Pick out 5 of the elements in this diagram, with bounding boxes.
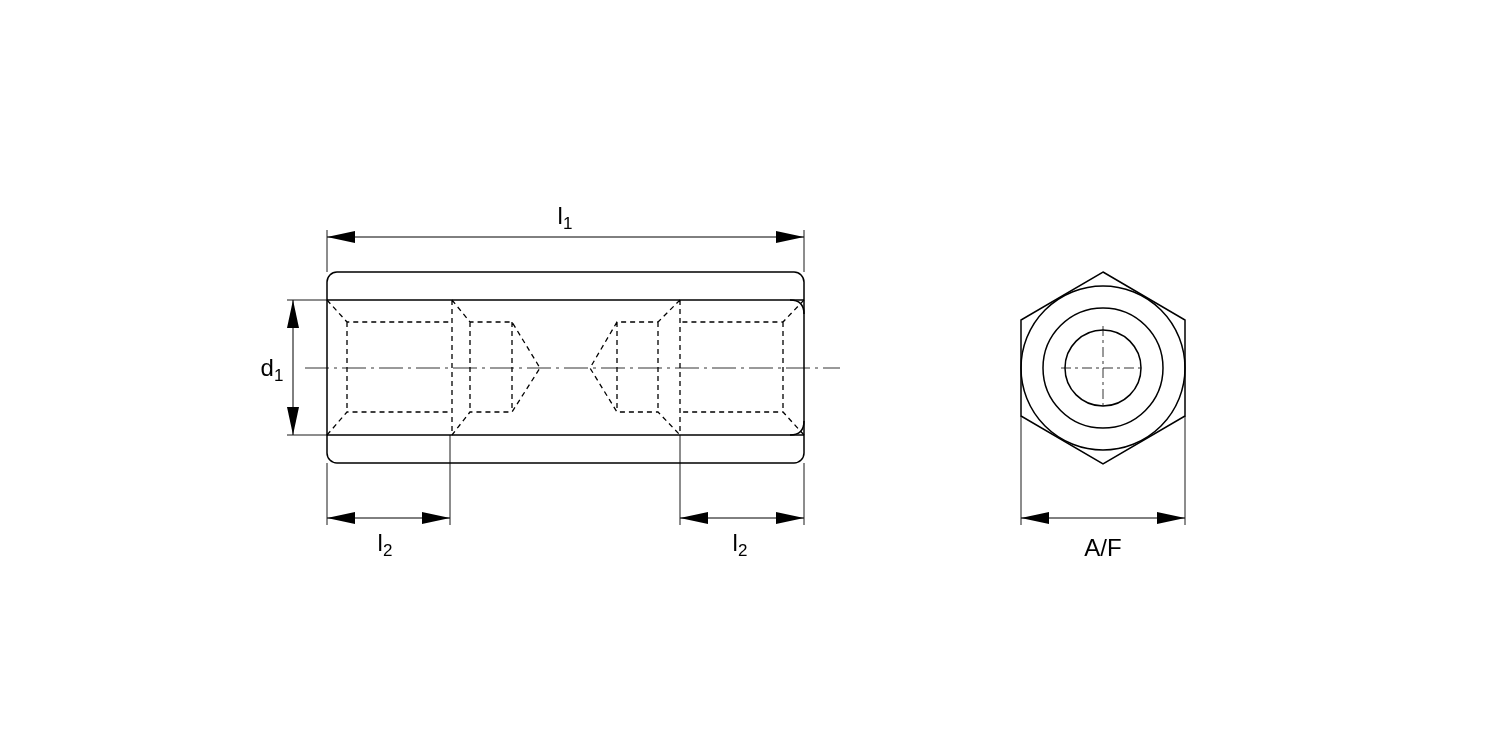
dimension-label: l$_{1}$ xyxy=(557,203,573,233)
dimension-label: A/F xyxy=(1084,536,1122,560)
dimension-label: l$_{2}$ xyxy=(732,530,748,560)
dimension-label: l$_{2}$ xyxy=(377,530,393,560)
dimension-label: d$_{1}$ xyxy=(260,355,284,385)
